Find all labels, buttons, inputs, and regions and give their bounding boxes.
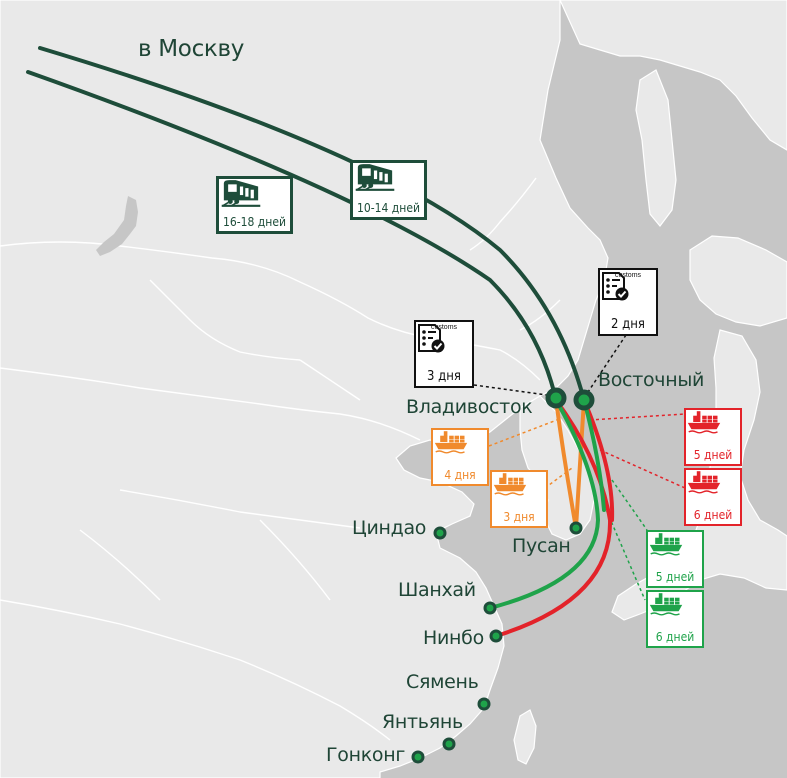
port-marker-vostochny [573,389,595,411]
city-label-vladivostok: Владивосток [406,396,533,418]
rail-routes [26,46,586,402]
sea-route-orange-1 [554,398,578,530]
sea-routes [488,398,615,638]
train-icon [219,179,263,209]
rail-time-box-vladivostok: 16-18 дней [216,176,293,234]
sea-route-green-vostochny [582,398,606,512]
sea-time-box-green-1: 5 дней [646,530,704,588]
city-label-ningbo: Нинбо [423,627,484,649]
sea-days-red-1: 5 дней [693,448,733,462]
sea-route-red-vladivostok [494,398,613,638]
sea-time-box-green-2: 6 дней [646,590,704,648]
customs-box-vladivostok: customs 3 дня [414,320,474,388]
customs-document-icon [416,322,446,354]
rail-days-vostochny: 10-14 дней [357,201,420,215]
city-label-hongkong: Гонконг [326,744,406,766]
port-marker-shanghai [483,601,497,615]
port-marker-busan [569,521,583,535]
ship-icon [686,470,722,494]
sea-time-box-orange-1: 4 дня [431,428,489,486]
sea-route-orange-2 [574,398,586,530]
rail-time-box-vostochny: 10-14 дней [350,160,427,220]
port-marker-yantian [442,737,456,751]
customs-document-icon [600,270,630,302]
customs-word-vladivostok: customs [430,324,458,331]
customs-word-vostochny: customs [614,272,642,279]
land-taiwan [513,709,537,765]
city-label-vostochny: Восточный [598,369,705,391]
sea-days-green-2: 6 дней [655,630,695,644]
land-sakhalin [635,69,677,227]
train-icon [353,163,397,193]
ship-icon [648,592,684,616]
sea-route-green-vladivostok [488,398,601,610]
port-marker-ningbo [489,629,503,643]
customs-days-vladivostok: 3 дня [427,369,461,384]
land-hokkaido [689,235,787,327]
rail-route-vostochny [38,46,586,402]
sea-days-orange-1: 4 дня [444,468,476,482]
port-marker-xiamen [477,697,491,711]
sea-days-red-2: 6 дней [693,508,733,522]
sea-days-green-1: 5 дней [655,570,695,584]
destination-label: в Москву [138,36,245,62]
city-label-qingdao: Циндао [352,517,427,539]
rail-days-vladivostok: 16-18 дней [223,215,286,229]
port-marker-vladivostok [545,387,567,409]
city-label-shanghai: Шанхай [398,579,476,601]
city-label-busan: Пусан [512,535,571,557]
sea-days-orange-2: 3 дня [503,510,535,524]
land-northeast [559,0,787,151]
rail-route-vladivostok [26,70,558,402]
customs-box-vostochny: customs 2 дня [598,268,658,336]
city-label-xiamen: Сямень [406,671,479,693]
sea-time-box-orange-2: 3 дня [490,470,548,528]
lake-baikal [96,196,138,256]
ship-icon [433,430,469,454]
ship-icon [648,532,684,556]
leader-lines [473,334,686,601]
customs-days-vostochny: 2 дня [611,317,645,332]
port-markers [411,387,595,764]
sea-time-box-red-1: 5 дней [684,408,742,466]
port-marker-qingdao [433,526,447,540]
city-label-yantian: Янтьянь [382,711,463,733]
country-borders [0,177,561,741]
sea-time-box-red-2: 6 дней [684,468,742,526]
port-marker-hongkong [411,750,425,764]
sea-route-red-vostochny [582,398,615,522]
land-mainland [0,0,609,778]
ship-icon [686,410,722,434]
ship-icon [492,472,528,496]
